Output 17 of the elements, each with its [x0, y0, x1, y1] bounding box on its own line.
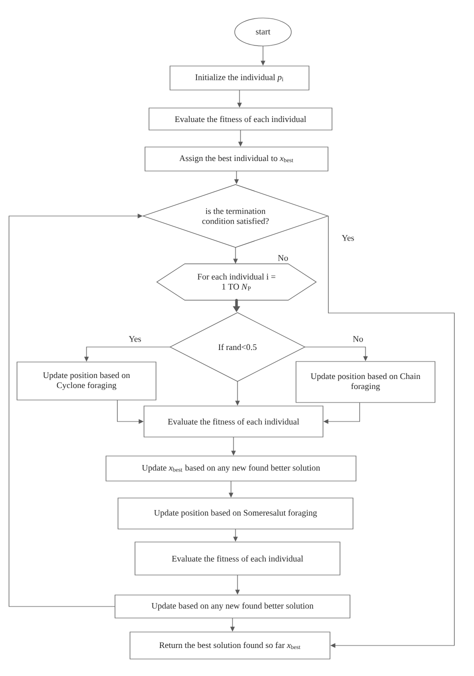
- terminal-oval: start: [234, 18, 292, 46]
- edge-label: Yes: [128, 335, 142, 343]
- edge-label: No: [352, 335, 364, 343]
- process-box: Evaluate the fitness of each individual: [134, 542, 340, 576]
- process-box: Evaluate the fitness of each individual: [144, 406, 324, 438]
- arrow: [328, 216, 455, 648]
- process-box: Update position based on Someresalut foraging: [118, 498, 354, 530]
- edge-label: No: [276, 254, 290, 262]
- process-box: Initialize the individual p$_{i}$: [170, 66, 310, 90]
- process-box: Evaluate the fitness of each individual: [148, 108, 332, 130]
- process-box: Update x$_{best}$ based on any new found better solution: [106, 456, 356, 482]
- edge-label: Yes: [340, 234, 356, 242]
- process-box: Update position based on Cyclone foraging: [16, 362, 156, 400]
- process-box: Assign the best individual to x$_{best}$: [144, 146, 328, 172]
- process-box: Update based on any new found better solution: [114, 594, 350, 618]
- process-box: Update position based on Chain foraging: [296, 361, 436, 403]
- process-box: Return the best solution found so far x$_{best}$: [130, 632, 330, 660]
